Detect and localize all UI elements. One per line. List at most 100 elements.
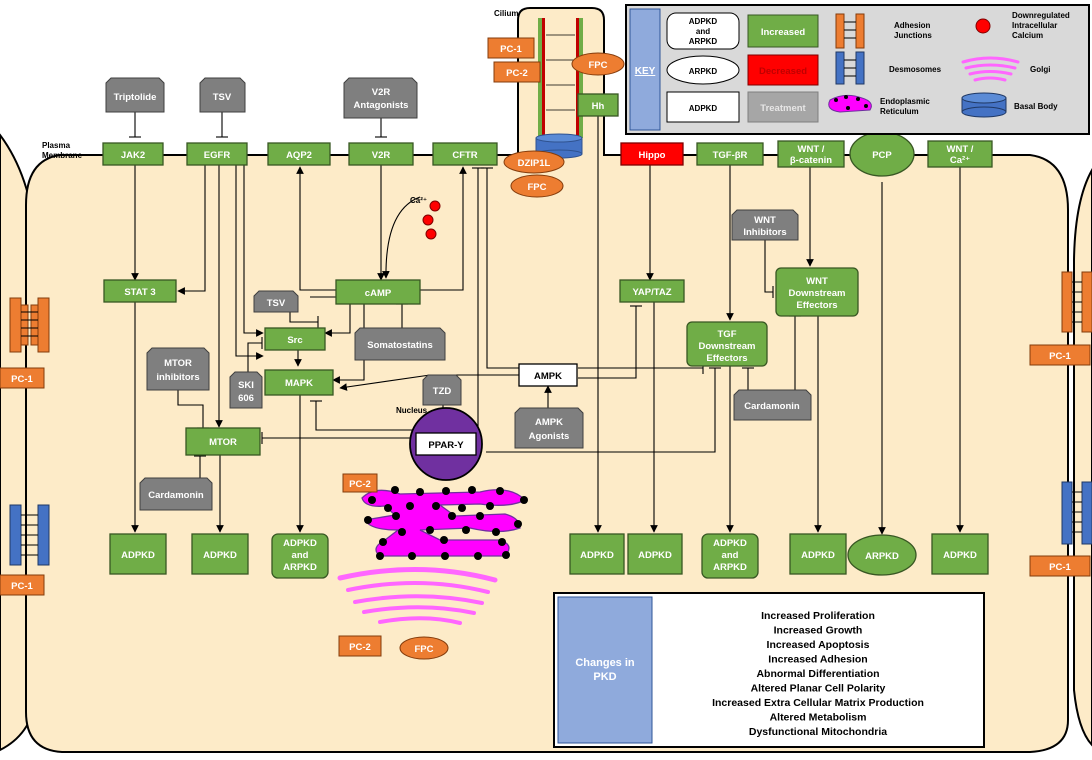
svg-text:ARPKD: ARPKD bbox=[689, 37, 718, 46]
fpc-golgi: FPC bbox=[399, 636, 449, 660]
svg-text:and: and bbox=[292, 550, 309, 561]
key-basal-body-icon bbox=[961, 92, 1007, 118]
key-legend: KEY ADPKD and ARPKD ARPKD ADPKD Increase… bbox=[625, 4, 1090, 135]
svg-text:ARPKD: ARPKD bbox=[689, 67, 718, 76]
fpc-cilium: FPC bbox=[571, 52, 625, 76]
intracellular-nodes: STAT 3 cAMP Src MAPK MTOR AMPK YAP/TAZ T… bbox=[103, 267, 859, 456]
svg-text:MAPK: MAPK bbox=[285, 378, 313, 389]
ski-606-box: SKI 606 bbox=[229, 371, 263, 409]
desmosome-left bbox=[9, 504, 50, 566]
svg-text:PC-1: PC-1 bbox=[11, 581, 33, 592]
key-adhesion-icon bbox=[835, 13, 865, 49]
adhesion-junction-left bbox=[9, 297, 50, 353]
changes-item: Increased Adhesion bbox=[768, 654, 867, 666]
svg-text:PC-2: PC-2 bbox=[349, 479, 371, 490]
key-desmosome-icon bbox=[835, 51, 865, 85]
svg-text:Downregulated: Downregulated bbox=[1012, 11, 1070, 20]
changes-item: Altered Planar Cell Polarity bbox=[751, 683, 886, 695]
svg-text:WNT: WNT bbox=[806, 276, 828, 287]
changes-item: Abnormal Differentiation bbox=[756, 668, 879, 680]
tsv-mid-box: TSV bbox=[253, 290, 299, 313]
svg-text:and: and bbox=[722, 550, 739, 561]
svg-text:606: 606 bbox=[238, 393, 254, 404]
svg-text:Agonists: Agonists bbox=[529, 431, 570, 442]
cardamonin-right-box: Cardamonin bbox=[733, 389, 812, 421]
v2r-receptor: V2R bbox=[348, 142, 414, 166]
right-neighbor-cell bbox=[1073, 167, 1092, 747]
svg-text:ADPKD: ADPKD bbox=[638, 550, 672, 561]
svg-text:Intracellular: Intracellular bbox=[1012, 21, 1057, 30]
svg-text:Ca²⁺: Ca²⁺ bbox=[410, 196, 427, 205]
svg-text:ADPKD: ADPKD bbox=[943, 550, 977, 561]
calcium-ions: Ca²⁺ bbox=[410, 196, 441, 240]
pc2-er: PC-2 bbox=[342, 473, 378, 493]
ampk-agonists-box: AMPK Agonists bbox=[514, 407, 584, 449]
tzd-box: TZD bbox=[422, 374, 462, 406]
cftr-channel: CFTR bbox=[432, 142, 498, 166]
changes-item: Increased Growth bbox=[774, 625, 863, 637]
outcome-adpkd-wnt: ADPKD bbox=[789, 533, 847, 575]
svg-text:JAK2: JAK2 bbox=[121, 150, 145, 161]
fpc-basal: FPC bbox=[510, 174, 564, 198]
changes-title: Changes in bbox=[575, 657, 635, 669]
ppar-y-node bbox=[415, 432, 477, 456]
plasma-membrane-label-2: Membrane bbox=[42, 151, 83, 160]
svg-text:ADPKD: ADPKD bbox=[203, 550, 237, 561]
svg-text:Junctions: Junctions bbox=[894, 31, 932, 40]
svg-text:AMPK: AMPK bbox=[535, 417, 563, 428]
svg-text:STAT 3: STAT 3 bbox=[124, 287, 155, 298]
stat3-node: STAT 3 bbox=[103, 279, 177, 303]
svg-text:Inhibitors: Inhibitors bbox=[743, 227, 786, 238]
wnt-bcatenin-receptor: WNT /β-catenin bbox=[777, 140, 845, 168]
svg-text:Reticulum: Reticulum bbox=[880, 107, 919, 116]
svg-text:Increased: Increased bbox=[761, 27, 806, 38]
svg-text:PCP: PCP bbox=[872, 150, 892, 161]
pcp-receptor: PCP bbox=[849, 131, 915, 177]
svg-text:ADPKD: ADPKD bbox=[121, 550, 155, 561]
changes-item: Increased Proliferation bbox=[761, 610, 875, 622]
svg-text:and: and bbox=[696, 27, 710, 36]
egfr-receptor: EGFR bbox=[186, 142, 248, 166]
svg-text:PC-1: PC-1 bbox=[11, 374, 33, 385]
svg-text:PC-1: PC-1 bbox=[500, 44, 522, 55]
svg-text:TGF-βR: TGF-βR bbox=[713, 150, 748, 161]
src-node: Src bbox=[264, 327, 326, 351]
key-golgi-icon bbox=[961, 56, 1020, 82]
golgi-apparatus bbox=[337, 566, 498, 625]
outcome-adpkd-wnt-ca: ADPKD bbox=[931, 533, 989, 575]
endoplasmic-reticulum bbox=[361, 486, 528, 560]
svg-text:Cardamonin: Cardamonin bbox=[744, 401, 800, 412]
svg-text:Src: Src bbox=[287, 335, 302, 346]
key-title-box bbox=[629, 8, 661, 131]
mtor-node: MTOR bbox=[185, 427, 261, 456]
svg-text:PC-2: PC-2 bbox=[506, 68, 528, 79]
ampk-node: AMPK bbox=[518, 363, 578, 387]
outcome-adpkd-yap: ADPKD bbox=[627, 533, 683, 575]
svg-text:Endoplasmic: Endoplasmic bbox=[880, 97, 930, 106]
svg-text:SKI: SKI bbox=[238, 380, 254, 391]
pc1-right: PC-1 bbox=[1029, 344, 1091, 366]
svg-text:WNT /: WNT / bbox=[947, 144, 974, 155]
svg-text:V2R: V2R bbox=[372, 87, 391, 98]
changes-item: Dysfunctional Mitochondria bbox=[749, 726, 887, 738]
svg-text:Hippo: Hippo bbox=[639, 150, 666, 161]
svg-text:β-catenin: β-catenin bbox=[790, 155, 832, 166]
key-treatment bbox=[747, 91, 819, 123]
svg-text:ARPKD: ARPKD bbox=[283, 562, 317, 573]
svg-text:Antagonists: Antagonists bbox=[354, 100, 409, 111]
left-junctions: PC-1 PC-1 bbox=[0, 297, 50, 596]
mapk-node: MAPK bbox=[264, 369, 334, 396]
jak2-receptor: JAK2 bbox=[102, 142, 164, 166]
svg-text:PC-1: PC-1 bbox=[1049, 562, 1071, 573]
svg-text:TSV: TSV bbox=[267, 298, 286, 309]
changes-item: Altered Metabolism bbox=[770, 712, 867, 724]
hippo-receptor: Hippo bbox=[620, 142, 684, 166]
svg-text:TSV: TSV bbox=[213, 92, 232, 103]
svg-text:ADPKD: ADPKD bbox=[689, 17, 718, 26]
svg-text:Downstream: Downstream bbox=[788, 288, 845, 299]
cilium-proteins: PC-1 PC-2 FPC Hh DZIP1L FPC bbox=[487, 37, 625, 198]
svg-text:FPC: FPC bbox=[589, 60, 608, 71]
